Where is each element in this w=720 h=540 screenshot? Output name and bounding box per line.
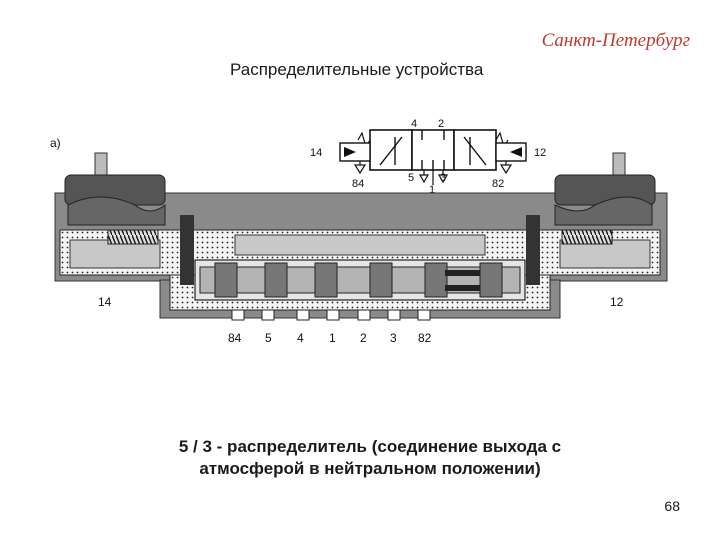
iso-symbol xyxy=(339,129,527,185)
symbol-port-4: 4 xyxy=(411,118,417,130)
symbol-port-5: 5 xyxy=(408,172,414,184)
section-port-12: 12 xyxy=(610,295,624,309)
valve-cross-section xyxy=(54,152,668,321)
symbol-port-1: 1 xyxy=(429,184,435,196)
slide-title: Распределительные устройства xyxy=(230,60,484,79)
bottom-port-label: 5 xyxy=(265,331,272,345)
bottom-port-label: 84 xyxy=(228,331,242,345)
symbol-port-82: 82 xyxy=(492,178,504,190)
caption-line-2: атмосферой в нейтральном положении) xyxy=(199,459,541,478)
caption-line-1: 5 / 3 - распределитель (соединение выход… xyxy=(178,437,562,456)
valve-diagram: а) 4 2 14 12 84 xyxy=(50,118,668,345)
figure-label: а) xyxy=(50,136,61,150)
bottom-port-label: 3 xyxy=(390,331,397,345)
section-port-14: 14 xyxy=(98,295,112,309)
bottom-port-label: 2 xyxy=(360,331,367,345)
symbol-port-3: 3 xyxy=(440,172,446,184)
bottom-port-label: 1 xyxy=(329,331,336,345)
symbol-port-84: 84 xyxy=(352,178,364,190)
symbol-port-2: 2 xyxy=(438,118,444,130)
bottom-port-labels: 84 5 4 1 2 3 82 xyxy=(228,331,432,345)
symbol-port-12: 12 xyxy=(534,147,546,159)
figure-caption: 5 / 3 - распределитель (соединение выход… xyxy=(140,436,600,480)
bottom-port-label: 4 xyxy=(297,331,304,345)
city-label: Санкт-Петербург xyxy=(541,30,690,51)
page-number: 68 xyxy=(664,498,680,514)
symbol-port-14: 14 xyxy=(310,147,322,159)
bottom-port-label: 82 xyxy=(418,331,432,345)
